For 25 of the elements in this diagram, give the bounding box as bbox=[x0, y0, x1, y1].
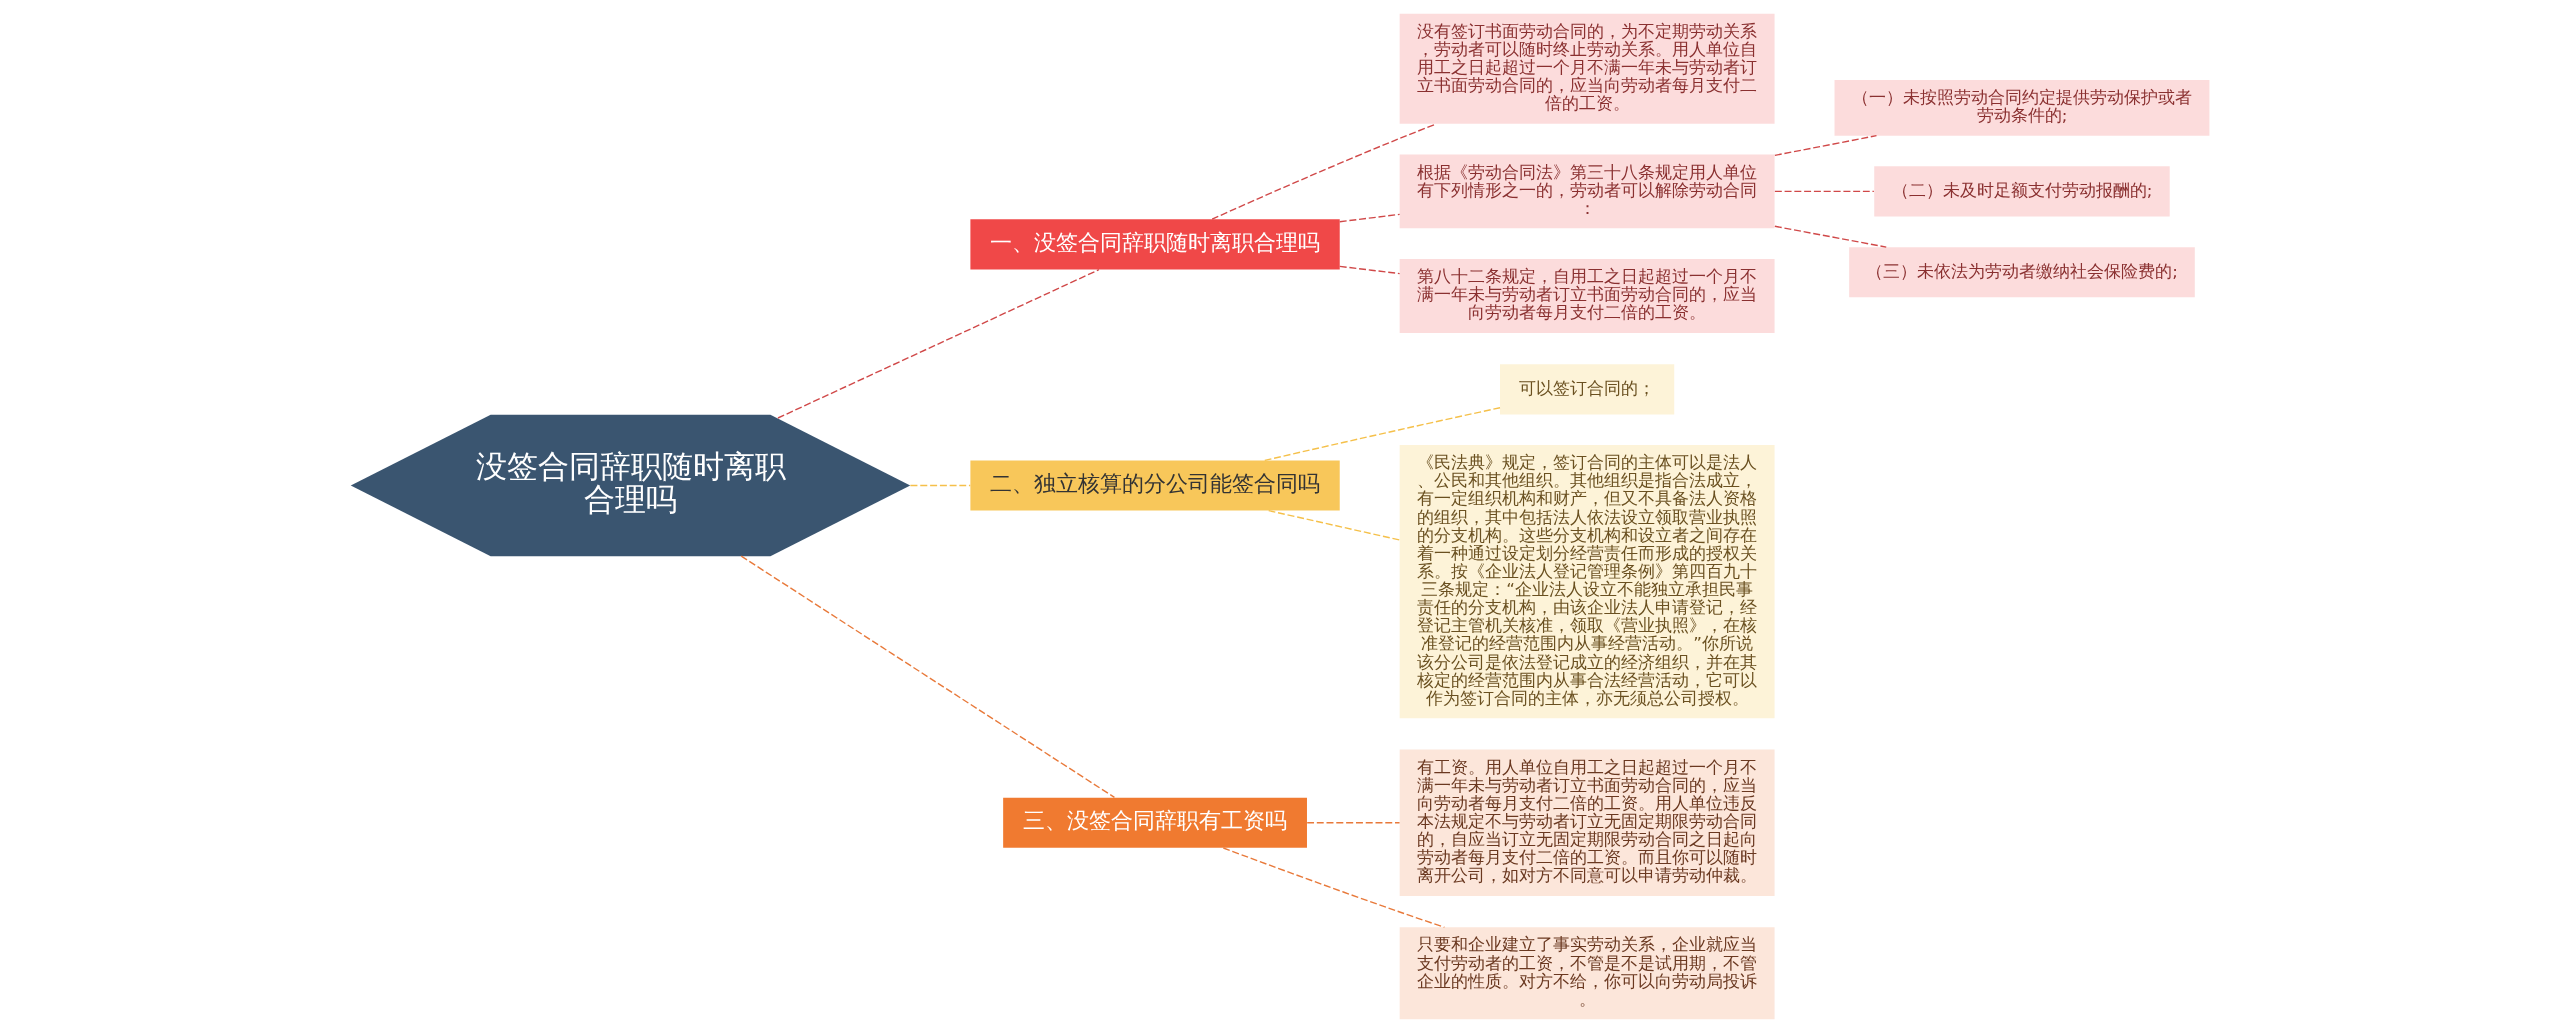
connector bbox=[1774, 190, 1875, 193]
connector bbox=[1339, 213, 1401, 223]
connector bbox=[1774, 135, 1878, 157]
node-box: （二）未及时足额支付劳动报酬的; bbox=[1874, 166, 2170, 217]
connector bbox=[1339, 265, 1401, 275]
connector bbox=[1306, 822, 1401, 824]
node-box: 二、独立核算的分公司能签合同吗 bbox=[970, 460, 1340, 511]
node-box: 《民法典》规定，签订合同的主体可以是法人、公民和其他组织。其他组织是指合法成立，有一定组织机构和财产，但又不具备法人资格的组织，其中包括法人依法设立领取营业执照的分支机构。这些分支机构和设立者之间存在着一种通过设定划分经营责任而形成的授权关系。按《企业法人登记管理条例》第四百九十三条规定：“企业法人设立不能独立承担民事责任的分支机构，由该企业法人申请登记，经登记主管机关核准，领取《营业执照》，在核准登记的经营范围内从事经营活动。”你所说该分公司是依法登记成立的经济组织，并在其核定的经营范围内从事合法经营活动，它可以作为签订合同的主体，亦无须总公司授权。 bbox=[1399, 445, 1775, 719]
node-box: 第八十二条规定，自用工之日起超过一个月不满一年未与劳动者订立书面劳动合同的，应当向劳动者每月支付二倍的工资。 bbox=[1399, 259, 1775, 333]
connector bbox=[1264, 407, 1501, 462]
node-box: 一、没签合同辞职随时离职合理吗 bbox=[970, 219, 1340, 270]
node-box: 三、没签合同辞职有工资吗 bbox=[1003, 797, 1307, 848]
connector bbox=[1774, 225, 1887, 248]
connector bbox=[1268, 509, 1401, 541]
node-box: 有工资。用人单位自用工之日起超过一个月不满一年未与劳动者订立书面劳动合同的，应当向劳动者每月支付二倍的工资。用人单位违反本法规定不与劳动者订立无固定期限劳动合同的，自应当订立无固定期限劳动合同之日起向劳动者每月支付二倍的工资。而且你可以随时离开公司，如对方不同意可以申请劳动仲裁。 bbox=[1399, 749, 1775, 896]
node-box: 没有签订书面劳动合同的，为不定期劳动关系，劳动者可以随时终止劳动关系。用人单位自用工之日起超过一个月不满一年未与劳动者订立书面劳动合同的，应当向劳动者每月支付二倍的工资。 bbox=[1399, 13, 1775, 124]
node-box: （一）未按照劳动合同约定提供劳动保护或者劳动条件的; bbox=[1834, 79, 2210, 136]
node-box: 可以签订合同的； bbox=[1500, 364, 1675, 415]
node-box: 只要和企业建立了事实劳动关系，企业就应当支付劳动者的工资，不管是不是试用期，不管企业的性质。对方不给，你可以向劳动局投诉。 bbox=[1399, 927, 1775, 1020]
connector bbox=[1211, 123, 1437, 220]
node-box: 根据《劳动合同法》第三十八条规定用人单位有下列情形之一的，劳动者可以解除劳动合同： bbox=[1399, 154, 1775, 229]
node-box: （三）未依法为劳动者缴纳社会保险费的; bbox=[1849, 247, 2195, 298]
connector bbox=[740, 555, 1116, 799]
connector bbox=[777, 269, 1100, 419]
connector bbox=[909, 484, 971, 487]
